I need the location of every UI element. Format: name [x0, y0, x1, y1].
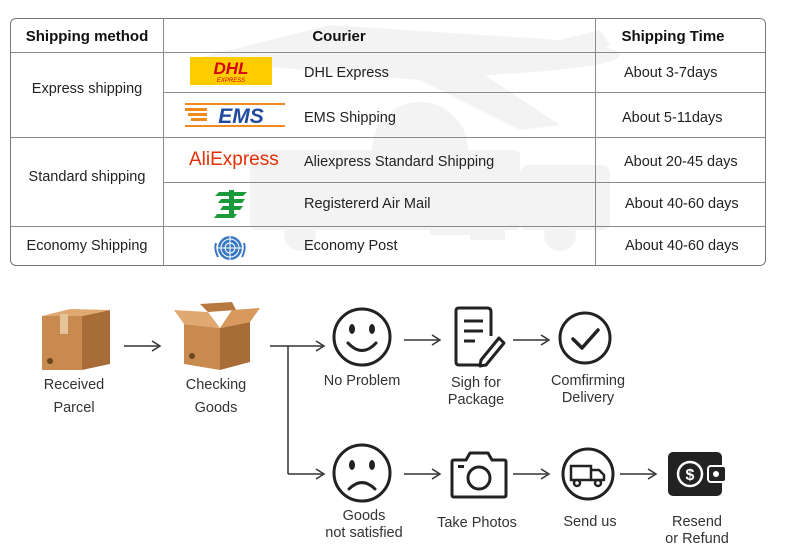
time-economy-post: About 40-60 days — [625, 238, 739, 254]
table-divider — [163, 19, 164, 265]
label-no-problem: No Problem — [323, 373, 401, 389]
aliexpress-logo: AliExpress — [189, 149, 279, 170]
label-send-us: Send us — [563, 514, 617, 530]
sad-face-icon — [332, 443, 392, 503]
table-divider — [163, 182, 765, 183]
table-divider — [11, 226, 765, 227]
arrow-right-icon — [404, 468, 442, 480]
check-circle-icon — [558, 311, 612, 365]
table-divider — [11, 137, 765, 138]
header-courier: Courier — [312, 28, 366, 45]
un-emblem-icon — [214, 236, 246, 260]
header-shipping-method: Shipping method — [25, 28, 149, 45]
time-air-mail: About 40-60 days — [625, 196, 739, 212]
time-dhl: About 3-7days — [624, 65, 718, 81]
arrow-right-icon — [404, 334, 442, 346]
open-box-icon — [174, 302, 260, 370]
courier-dhl: DHL Express — [304, 65, 389, 81]
svg-text:EXPRESS: EXPRESS — [217, 78, 245, 84]
arrow-right-icon — [124, 340, 162, 352]
courier-ems: EMS Shipping — [304, 110, 396, 126]
camera-icon — [450, 451, 508, 499]
arrow-right-icon — [513, 468, 551, 480]
arrow-right-icon — [513, 334, 551, 346]
label-take-photos: Take Photos — [437, 515, 517, 531]
table-divider — [163, 92, 765, 93]
wallet-dollar-icon: $ — [668, 452, 727, 496]
table-divider — [11, 52, 765, 53]
ems-logo: EMS — [185, 103, 285, 128]
branch-connector — [270, 340, 326, 480]
svg-text:$: $ — [686, 467, 695, 484]
courier-economy-post: Economy Post — [304, 238, 398, 254]
arrow-right-icon — [620, 468, 658, 480]
method-standard: Standard shipping — [28, 169, 146, 185]
time-ems: About 5-11days — [622, 110, 723, 126]
delivery-truck-icon — [561, 447, 615, 501]
dhl-logo: DHL EXPRESS — [190, 57, 272, 85]
header-shipping-time: Shipping Time — [621, 28, 725, 45]
svg-text:DHL: DHL — [214, 59, 249, 78]
time-aliexpress: About 20-45 days — [624, 154, 738, 170]
shipping-table: Shipping method Courier Shipping Time Ex… — [10, 18, 766, 266]
closed-box-icon — [42, 309, 110, 370]
method-economy: Economy Shipping — [26, 238, 148, 254]
happy-face-icon — [332, 307, 392, 367]
document-sign-icon — [454, 306, 506, 368]
courier-aliexpress: Aliexpress Standard Shipping — [304, 154, 495, 170]
courier-air-mail: Registererd Air Mail — [304, 196, 431, 212]
china-post-icon — [214, 190, 247, 218]
method-express: Express shipping — [31, 81, 143, 97]
table-divider — [595, 19, 596, 265]
svg-text:EMS: EMS — [218, 105, 264, 128]
